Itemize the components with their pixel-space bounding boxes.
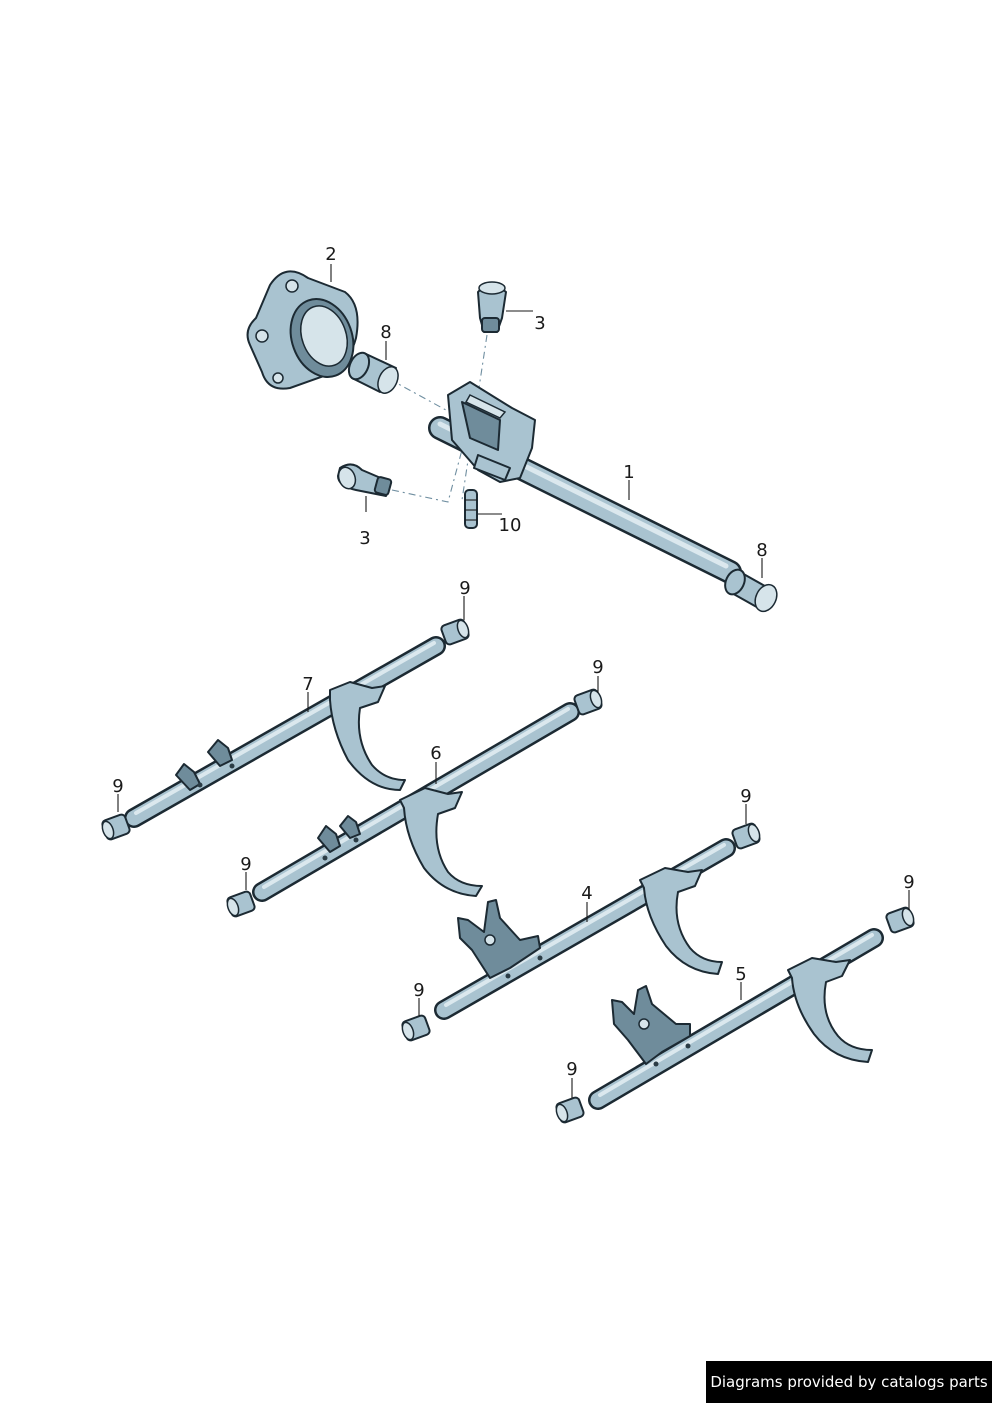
bushing-9a [440,618,470,646]
bushing-9h [555,1096,585,1124]
callout-2: 2 [325,244,336,265]
part-3-plug-upper [477,281,507,333]
callout-10: 10 [499,515,522,536]
callout-3-lower: 3 [359,528,370,549]
credit-banner: Diagrams provided by catalogs parts [706,1361,992,1403]
part-8-bushing-lower [724,568,778,613]
callout-9-f: 9 [903,872,914,893]
part-1-selector-shaft [428,381,742,584]
callout-9-c: 9 [112,776,123,797]
callout-9-h: 9 [566,1059,577,1080]
bushing-9c [101,813,131,841]
bushing-9g [401,1014,431,1042]
callout-4: 4 [581,883,592,904]
bushing-9e [226,890,256,918]
callout-9-a: 9 [459,578,470,599]
callout-1: 1 [623,462,634,483]
part-10-pin [464,489,478,529]
bushing-9b [573,688,603,716]
callout-3-upper: 3 [534,313,545,334]
callout-6: 6 [430,743,441,764]
callout-9-b: 9 [592,657,603,678]
part-5-selector-rod [588,928,884,1110]
part-9-bushings [101,618,915,1124]
callout-5: 5 [735,964,746,985]
part-3-plug-lower [337,463,393,497]
part-6-selector-rod [252,702,580,902]
bushing-9f [885,906,915,934]
callout-9-e: 9 [240,854,251,875]
part-2-bearing-housing [246,270,359,390]
callout-9-d: 9 [740,786,751,807]
callout-labels: 2 8 3 1 3 10 8 9 7 9 6 9 9 9 4 9 5 9 9 [112,244,914,1080]
part-7-selector-rod [124,636,446,828]
callout-8-upper: 8 [380,322,391,343]
part-4-selector-rod [434,838,736,1020]
callout-9-g: 9 [413,980,424,1001]
callout-7: 7 [302,674,313,695]
bushing-9d [731,822,761,850]
leader-lines [117,264,910,1098]
part-8-bushing-upper [347,351,399,394]
callout-8-lower: 8 [756,540,767,561]
